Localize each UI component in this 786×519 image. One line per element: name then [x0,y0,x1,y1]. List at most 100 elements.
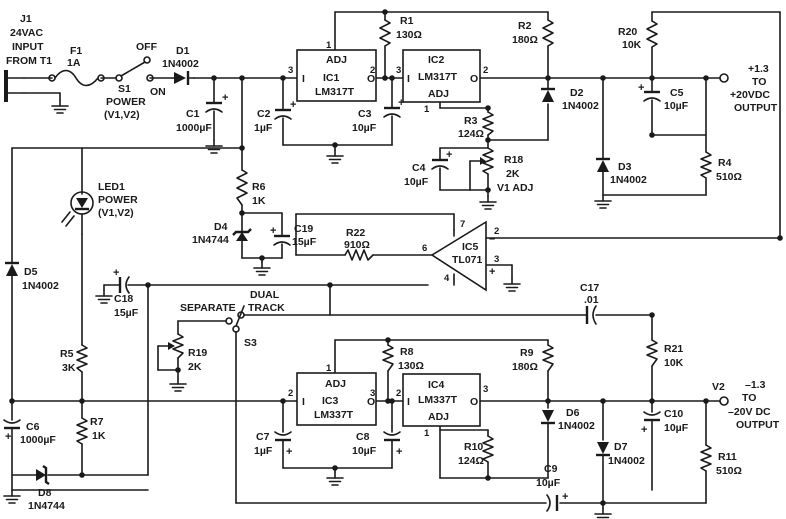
d8-part: 1N4744 [28,500,65,512]
svg-text:3: 3 [396,65,401,76]
r21-value: 10K [664,357,684,369]
s1-name: POWER [106,96,146,108]
d4-part: 1N4744 [192,234,229,246]
output-v1: +1.3 TO +20VDC OUTPUT [719,63,778,114]
svg-text:2: 2 [370,65,375,76]
c7-value: 1µF [254,445,273,457]
r9-value: 180Ω [512,361,538,373]
svg-text:+: + [398,97,404,109]
svg-text:1: 1 [424,104,430,115]
c6-value: 1000µF [20,434,56,446]
capacitor-c5: + C5 10µF [638,82,689,112]
d6-ref: D6 [566,407,580,419]
regulator-ic4: IC4 LM337T ADJ I O 2 1 3 [396,373,488,439]
r11-value: 510Ω [716,465,742,477]
resistor-r9: R9 180Ω [512,344,554,373]
resistor-r7: R7 1K [76,416,106,445]
r8-value: 130Ω [398,360,424,372]
capacitor-c2: + C2 1µF [254,99,296,134]
svg-text:I: I [302,73,305,85]
c17-value: .01 [584,294,599,306]
ic5-part: TL071 [452,254,483,266]
svg-text:+: + [562,491,568,503]
svg-text:6: 6 [422,243,427,254]
svg-text:1: 1 [326,40,332,51]
r20-value: 10K [622,39,642,51]
resistor-r3: R3 124Ω [458,111,494,140]
diode-d1: D1 1N4002 [162,45,199,85]
ic1-ref: IC1 [323,72,340,84]
diode-d5: D5 1N4002 [5,261,59,292]
output-v2: V2 –1.3 TO –20V DC OUTPUT [712,379,780,431]
d3-part: 1N4002 [610,174,647,186]
svg-text:O: O [367,73,375,85]
svg-text:3: 3 [288,65,293,76]
d1-part: 1N4002 [162,58,199,70]
ground-ic5-icon [503,277,521,292]
c5-value: 10µF [664,100,689,112]
svg-text:+: + [270,225,276,237]
led1-channels: (V1,V2) [98,207,134,219]
c6-ref: C6 [26,421,40,433]
j1-ref: J1 [20,13,32,25]
svg-text:2: 2 [396,388,401,399]
v1-unit: OUTPUT [734,102,778,114]
capacitor-c3: + C3 10µF [352,97,404,134]
v2-ref: V2 [712,381,725,393]
s1-ref: S1 [118,83,131,95]
s3-pos-b: DUAL [250,289,280,301]
resistor-r1: R1 130Ω [379,15,422,47]
r22-ref: R22 [346,227,365,239]
ic2-ref: IC2 [428,54,445,66]
r8-ref: R8 [400,346,414,358]
r5-ref: R5 [60,348,74,360]
svg-text:1: 1 [326,363,332,374]
d3-ref: D3 [618,161,632,173]
d5-ref: D5 [24,266,38,278]
d6-part: 1N4002 [558,420,595,432]
v2-range-to: TO [742,392,756,404]
v1-range-to: TO [752,76,766,88]
capacitor-c18: + C18 15µF [113,267,139,319]
junction-dots [9,9,783,506]
svg-text:–: – [489,233,495,245]
r9-ref: R9 [520,347,534,359]
bottom-rail-wires [282,314,721,509]
resistor-r4: R4 510Ω [700,151,742,183]
r2-value: 180Ω [512,34,538,46]
capacitor-c19: + C19 15µF [270,223,317,248]
ic5-ref: IC5 [462,241,479,253]
r7-value: 1K [92,430,106,442]
capacitor-c7: + C7 1µF [254,431,292,458]
ic1-adj: ADJ [326,54,347,66]
diode-d2: D2 1N4002 [541,87,599,112]
r4-value: 510Ω [716,171,742,183]
selector-wires [157,314,653,504]
r5-value: 3K [62,362,76,374]
svg-text:+: + [222,92,228,104]
c4-value: 10µF [404,176,429,188]
svg-text:+: + [641,424,647,436]
capacitor-c8: + C8 10µF [352,431,402,458]
resistor-r22: R22 910Ω [344,227,374,261]
svg-text:O: O [367,396,375,408]
switch-s1: OFF ON S1 POWER (V1,V2) [104,41,166,121]
c5-ref: C5 [670,87,684,99]
fuse-f1: F1 1A [48,45,105,87]
s3-pos-a: SEPARATE [180,302,236,314]
svg-text:+: + [396,446,402,458]
ic2-part: LM317T [418,71,458,83]
c19-ref: C19 [294,223,313,235]
resistor-r20: R20 10K [618,20,658,51]
led1-name: POWER [98,194,138,206]
f1-ref: F1 [70,45,82,57]
resistor-r21: R21 10K [646,339,684,369]
r6-value: 1K [252,195,266,207]
s3-ref: S3 [244,337,257,349]
svg-text:+: + [446,149,452,161]
ic2-adj: ADJ [428,88,449,100]
svg-text:3: 3 [483,384,488,395]
c8-value: 10µF [352,445,377,457]
r1-value: 130Ω [396,29,422,41]
c1-ref: C1 [186,108,200,120]
